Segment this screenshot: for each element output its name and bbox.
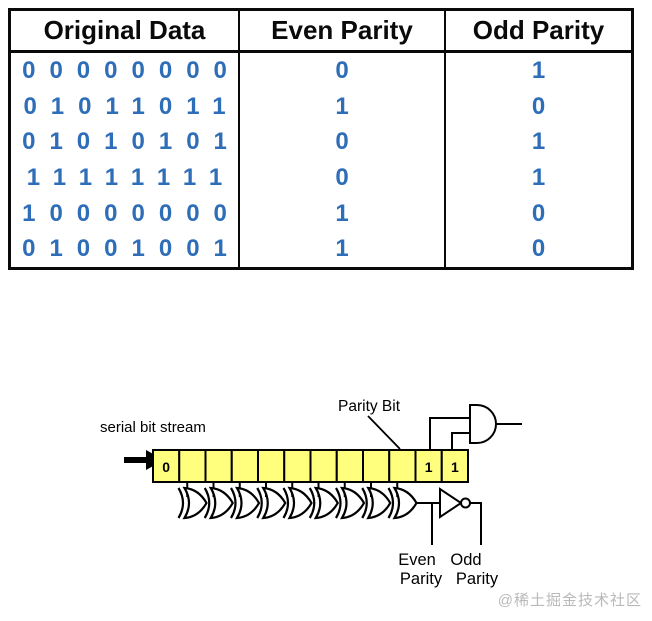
odd-parity-wire [470, 502, 482, 545]
xor-gate-icon [366, 486, 392, 520]
odd-parity-label-line2: Parity [456, 570, 499, 588]
parity-bit-leader-line [367, 415, 401, 450]
even-parity-cell: 1 [240, 231, 446, 268]
parity-cell-wire-upper [429, 417, 470, 450]
even-parity-cell: 1 [240, 88, 446, 125]
xor-gate-chain [177, 486, 418, 520]
original-data-cell: 11111111 [11, 160, 240, 196]
even-parity-label-line2: Parity [400, 570, 443, 588]
register-cell-value: 0 [162, 459, 170, 475]
xor-gate-icon [287, 486, 313, 520]
even-parity-cell: 0 [240, 124, 446, 161]
register-cell-value: 1 [425, 459, 433, 475]
parity-circuit-diagram: serial bit stream Parity Bit 0 1 1 Even Pa… [100, 398, 522, 588]
xor-gate-icon [339, 486, 366, 520]
parity-cell-wire-lower [451, 432, 470, 450]
xor-gate-back-arc [177, 487, 185, 519]
inverter-bubble-icon [460, 497, 471, 509]
register-cell [335, 449, 364, 483]
column-header-odd-parity: Odd Parity [446, 11, 631, 53]
even-parity-cell: 0 [240, 53, 446, 89]
register-cell [257, 449, 286, 483]
xor-gate-icon [182, 486, 208, 520]
odd-parity-cell: 1 [531, 163, 546, 191]
register-cell [230, 449, 259, 483]
register-cell [204, 449, 233, 483]
column-header-original-data: Original Data [11, 11, 240, 53]
register-cell [388, 449, 417, 483]
odd-parity-cell: 0 [531, 92, 546, 120]
xor-gate-icon [234, 486, 261, 520]
xor-gate-icon [208, 486, 235, 520]
xor-gate-back-arc [203, 487, 211, 519]
serial-bit-stream-label: serial bit stream [100, 419, 206, 436]
even-parity-cell: 0 [240, 160, 446, 196]
odd-parity-cell: 0 [531, 199, 546, 227]
odd-parity-cell: 1 [531, 128, 546, 156]
column-header-even-parity: Even Parity [240, 11, 446, 53]
original-data-cell: 00000000 [11, 53, 240, 89]
even-parity-cell: 1 [240, 195, 446, 232]
register-cell [283, 449, 312, 483]
xor-gate-back-arc [256, 487, 263, 519]
register-cell [309, 449, 338, 483]
even-parity-label-line1: Even [398, 551, 436, 569]
odd-parity-label-line1: Odd [450, 551, 481, 569]
xor-gate-back-arc [361, 487, 368, 519]
inverter-gate-icon [439, 487, 463, 519]
original-data-cell: 01010101 [11, 124, 240, 161]
original-data-cell: 10000000 [11, 195, 240, 232]
xor-gate-back-arc [387, 487, 395, 519]
original-data-cell: 01011011 [11, 88, 240, 125]
xor-gate-icon [392, 486, 418, 520]
parity-table: Original Data Even Parity Odd Parity 000… [8, 8, 634, 271]
xor-gate-back-arc [308, 487, 316, 519]
xor-gate-icon [313, 486, 340, 520]
register-cell-value: 1 [451, 459, 459, 475]
register-cell [440, 449, 469, 483]
odd-parity-cell: 0 [531, 235, 546, 263]
xor-gate-back-arc [335, 487, 342, 519]
xor-gate-icon [261, 486, 287, 520]
watermark: @稀土掘金技术社区 [497, 592, 642, 609]
parity-bit-label: Parity Bit [338, 398, 401, 415]
register-cell [362, 449, 391, 483]
xor-gate-back-arc [282, 487, 290, 519]
register-cell [178, 449, 207, 483]
and-gate-icon [469, 404, 497, 444]
shift-register: 0 1 1 [152, 449, 469, 483]
odd-parity-cell: 1 [531, 56, 546, 84]
original-data-cell: 01001001 [11, 231, 240, 268]
xor-gate-back-arc [230, 487, 237, 519]
